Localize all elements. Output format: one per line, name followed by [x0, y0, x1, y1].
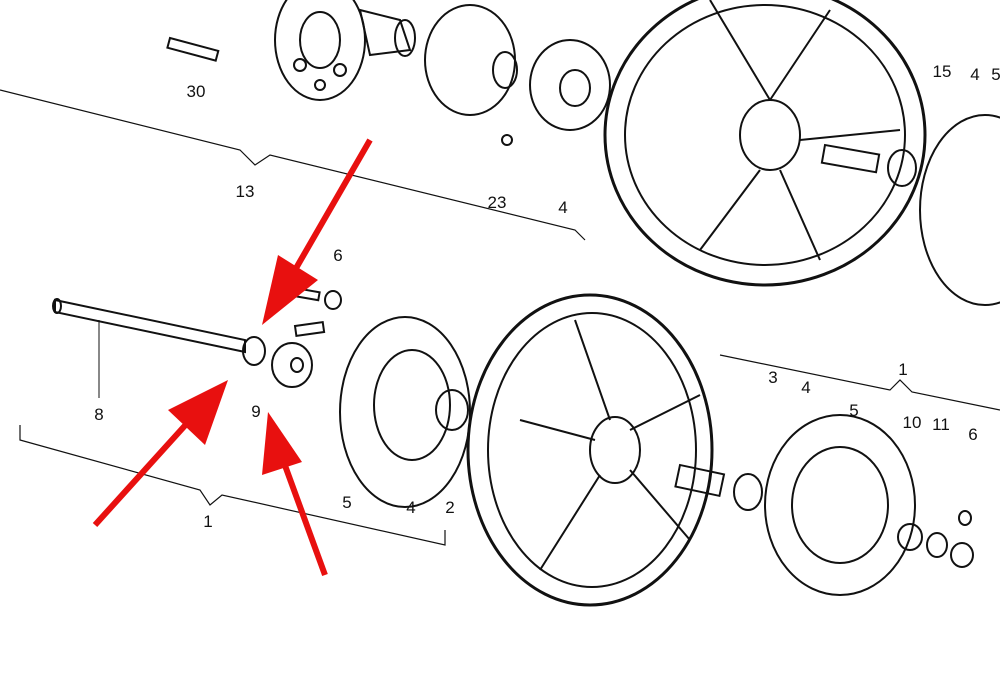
callout-30: 30 [186, 82, 206, 101]
callout-11: 11 [932, 415, 950, 434]
callout-3: 3 [768, 368, 778, 387]
washer-9 [242, 336, 266, 366]
cush-rubbers [529, 39, 611, 131]
callout-6: 6 [968, 425, 978, 444]
washer-6 [958, 510, 972, 526]
callout-4: 4 [801, 378, 811, 397]
callout-9: 9 [251, 402, 261, 421]
front-axle [52, 298, 246, 398]
arrow-down [262, 138, 373, 325]
speedometer-drive [271, 320, 326, 388]
bearing-4 [733, 473, 763, 511]
front-wheel [466, 293, 714, 607]
assembly-bracket-13 [0, 89, 586, 241]
washer-11 [926, 532, 948, 558]
axle-15 [820, 143, 917, 187]
spacer-3 [674, 463, 726, 498]
hub-spacer [358, 8, 416, 57]
callout-4: 4 [558, 198, 568, 217]
callout-6: 6 [333, 246, 343, 265]
callout-1: 1 [203, 512, 213, 531]
sprocket [274, 0, 366, 101]
callout-15: 15 [932, 62, 952, 81]
brake-disc-right [764, 414, 916, 596]
arrow-up-left [92, 380, 228, 528]
spacer-10 [897, 523, 923, 551]
bolt-30 [166, 36, 220, 62]
red-arrows [92, 138, 373, 577]
callout-23: 23 [487, 193, 507, 212]
callout-8: 8 [94, 405, 104, 424]
callout-5: 5 [342, 493, 352, 512]
assembly-bracket-1-left [19, 425, 446, 546]
brake-disc-left [339, 316, 471, 508]
callout-5: 5 [849, 401, 859, 420]
assembly-bracket-1-right [719, 354, 1000, 411]
brake-disc-top [919, 114, 1000, 306]
nut [950, 542, 974, 568]
callout-2: 2 [445, 498, 455, 517]
callout-1: 1 [898, 360, 908, 379]
nut-23 [501, 134, 513, 146]
callout-13: 13 [235, 182, 255, 201]
callout-10: 10 [902, 413, 922, 432]
callout-5: 5 [991, 65, 1000, 84]
arrow-up [262, 412, 328, 577]
callout-4: 4 [406, 498, 416, 517]
rear-wheel [603, 0, 927, 287]
cush-drive-hub [424, 4, 518, 116]
callout-4: 4 [970, 65, 980, 84]
